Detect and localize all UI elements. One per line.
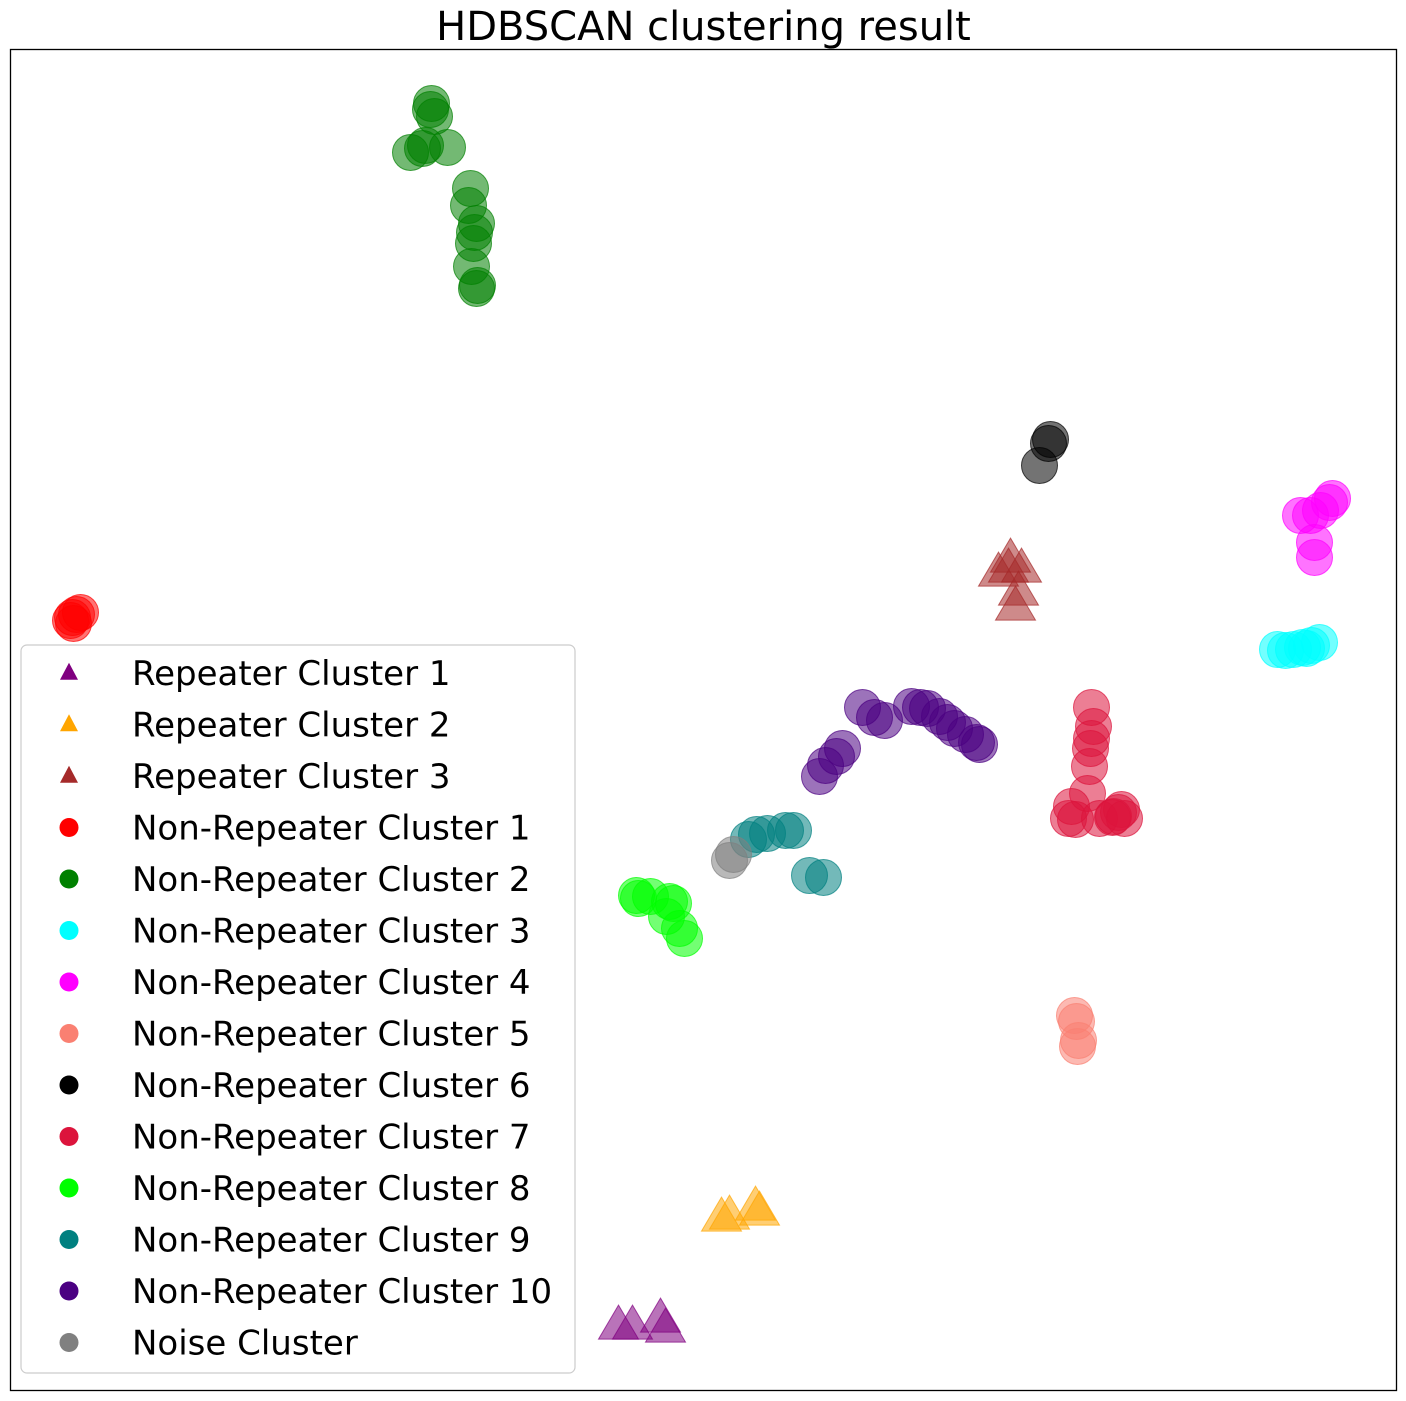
data-point-non-repeater-cluster-6-3: [1021, 447, 1058, 484]
legend-label-repeater-cluster-2: Repeater Cluster 2: [132, 706, 451, 746]
data-point-non-repeater-cluster-9-7: [805, 859, 842, 896]
legend-marker-non-repeater-cluster-2: [59, 869, 79, 889]
data-point-non-repeater-cluster-8-8: [666, 920, 703, 957]
series-non-repeater-cluster-3: [1259, 624, 1338, 669]
legend-label-non-repeater-cluster-6: Non-Repeater Cluster 6: [132, 1066, 531, 1106]
legend: Repeater Cluster 1 Repeater Cluster 2 Repe…: [20, 644, 576, 1374]
legend-marker-repeater-cluster-2: [60, 714, 78, 732]
legend-marker-repeater-cluster-1: [60, 662, 78, 680]
legend-label-repeater-cluster-3: Repeater Cluster 3: [132, 757, 451, 797]
data-point-non-repeater-cluster-2-7: [429, 129, 466, 166]
legend-label-non-repeater-cluster-1: Non-Repeater Cluster 1: [132, 809, 531, 849]
data-point-non-repeater-cluster-3-7: [1288, 630, 1325, 667]
series-non-repeater-cluster-7: [1050, 689, 1143, 838]
legend-marker-non-repeater-cluster-5: [59, 1024, 79, 1043]
series-repeater-cluster-1: [597, 1297, 687, 1343]
data-point-non-repeater-cluster-10-16: [961, 726, 998, 763]
legend-label-non-repeater-cluster-3: Non-Repeater Cluster 3: [132, 912, 531, 952]
data-point-non-repeater-cluster-2-15: [458, 270, 495, 307]
data-point-repeater-cluster-2-4: [738, 1190, 781, 1226]
series-non-repeater-cluster-1: [52, 594, 99, 642]
legend-marker-non-repeater-cluster-1: [59, 818, 79, 837]
data-point-repeater-cluster-1-4: [644, 1307, 687, 1343]
legend-label-non-repeater-cluster-2: Non-Repeater Cluster 2: [132, 860, 531, 900]
legend-label-non-repeater-cluster-4: Non-Repeater Cluster 4: [132, 963, 531, 1003]
legend-marker-non-repeater-cluster-9: [59, 1230, 79, 1249]
legend-marker-non-repeater-cluster-6: [59, 1075, 79, 1095]
legend-label-non-repeater-cluster-8: Non-Repeater Cluster 8: [132, 1169, 531, 1209]
legend-label-noise-cluster: Noise Cluster: [132, 1324, 358, 1364]
data-point-noise-cluster-2: [715, 836, 752, 873]
series-non-repeater-cluster-8: [618, 877, 703, 957]
chart-title: HDBSCAN clustering result: [436, 4, 971, 50]
legend-label-repeater-cluster-1: Repeater Cluster 1: [132, 654, 451, 694]
legend-marker-non-repeater-cluster-3: [59, 921, 79, 940]
legend-entries: Repeater Cluster 1 Repeater Cluster 2 Repe…: [59, 654, 552, 1364]
series-non-repeater-cluster-5: [1056, 997, 1097, 1065]
legend-marker-non-repeater-cluster-10: [59, 1281, 79, 1301]
legend-box: [20, 644, 576, 1374]
legend-marker-non-repeater-cluster-4: [59, 972, 79, 992]
data-point-non-repeater-cluster-7-15: [1106, 800, 1143, 837]
data-point-non-repeater-cluster-4-7: [1296, 539, 1333, 576]
series-non-repeater-cluster-2: [392, 85, 496, 307]
data-point-non-repeater-cluster-4-5: [1314, 480, 1351, 517]
data-point-non-repeater-cluster-10-4: [824, 730, 861, 767]
data-point-non-repeater-cluster-1-5: [55, 605, 92, 642]
plot-frame: [9, 48, 1398, 1392]
data-point-repeater-cluster-3-6: [994, 585, 1037, 621]
legend-label-non-repeater-cluster-10: Non-Repeater Cluster 10: [132, 1272, 552, 1312]
points-layer: [52, 85, 1351, 1343]
legend-label-non-repeater-cluster-9: Non-Repeater Cluster 9: [132, 1221, 531, 1261]
legend-marker-noise-cluster: [59, 1333, 79, 1352]
data-point-repeater-cluster-3-4: [989, 537, 1032, 573]
series-noise-cluster: [711, 836, 752, 879]
data-point-non-repeater-cluster-9-5: [775, 812, 812, 849]
data-point-non-repeater-cluster-5-4: [1059, 1028, 1096, 1065]
legend-label-non-repeater-cluster-5: Non-Repeater Cluster 5: [132, 1015, 531, 1055]
series-non-repeater-cluster-4: [1282, 480, 1351, 576]
legend-marker-non-repeater-cluster-7: [59, 1127, 79, 1146]
series-non-repeater-cluster-10: [801, 688, 998, 795]
legend-marker-repeater-cluster-3: [60, 765, 78, 783]
legend-label-non-repeater-cluster-7: Non-Repeater Cluster 7: [132, 1118, 531, 1158]
series-repeater-cluster-3: [977, 537, 1043, 621]
legend-marker-non-repeater-cluster-8: [59, 1178, 79, 1198]
series-non-repeater-cluster-6: [1021, 421, 1069, 484]
series-repeater-cluster-2: [700, 1185, 781, 1232]
